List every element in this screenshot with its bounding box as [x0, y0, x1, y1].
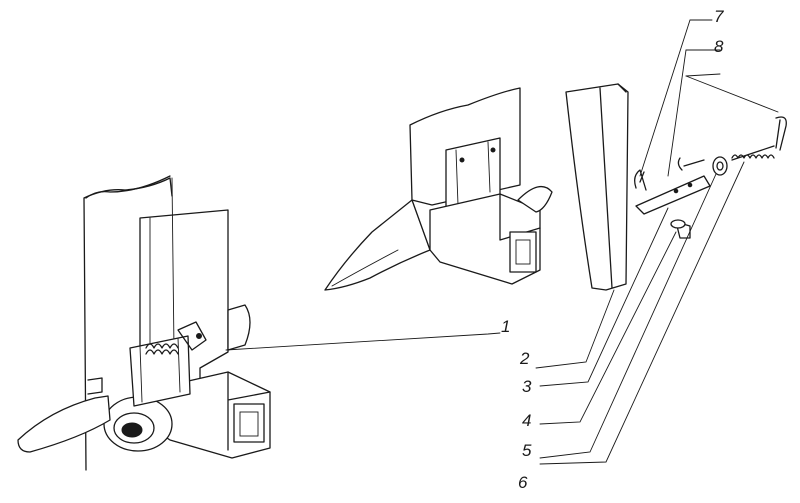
callout-7: 7	[714, 7, 724, 26]
callout-1: 1	[501, 317, 511, 336]
leader-8b	[685, 75, 779, 113]
leader-1	[225, 332, 501, 351]
callout-8: 8	[714, 37, 724, 56]
side-tube	[227, 304, 251, 351]
exploded-parts	[565, 83, 787, 291]
leader-7	[639, 19, 713, 177]
leader-5	[539, 173, 717, 459]
callout-5: 5	[522, 441, 532, 460]
middle-blade	[324, 199, 431, 291]
leader-4	[539, 231, 677, 425]
leader-6	[539, 161, 745, 465]
spring-bracket	[129, 335, 191, 407]
part-3-hinge-bar	[635, 175, 711, 215]
callout-2: 2	[520, 349, 530, 368]
callout-6: 6	[518, 473, 528, 492]
part-6-spring	[731, 145, 775, 161]
wing-panel-edge	[85, 175, 171, 199]
callout-4: 4	[522, 411, 532, 430]
part-8-split-pin	[775, 116, 787, 151]
leader-8c	[685, 73, 721, 77]
spring-coil	[145, 343, 179, 355]
part-2-bracket-leg	[565, 83, 629, 291]
blade-mount-view	[324, 87, 553, 291]
leader-2	[535, 289, 615, 369]
leader-lines	[225, 19, 779, 465]
leader-3	[539, 207, 669, 387]
knife-blade	[17, 395, 111, 453]
assembled-bracket-view	[17, 175, 271, 471]
part-7-cotter-pin	[634, 169, 647, 191]
leader-8a	[667, 49, 721, 177]
callout-3: 3	[522, 377, 532, 396]
